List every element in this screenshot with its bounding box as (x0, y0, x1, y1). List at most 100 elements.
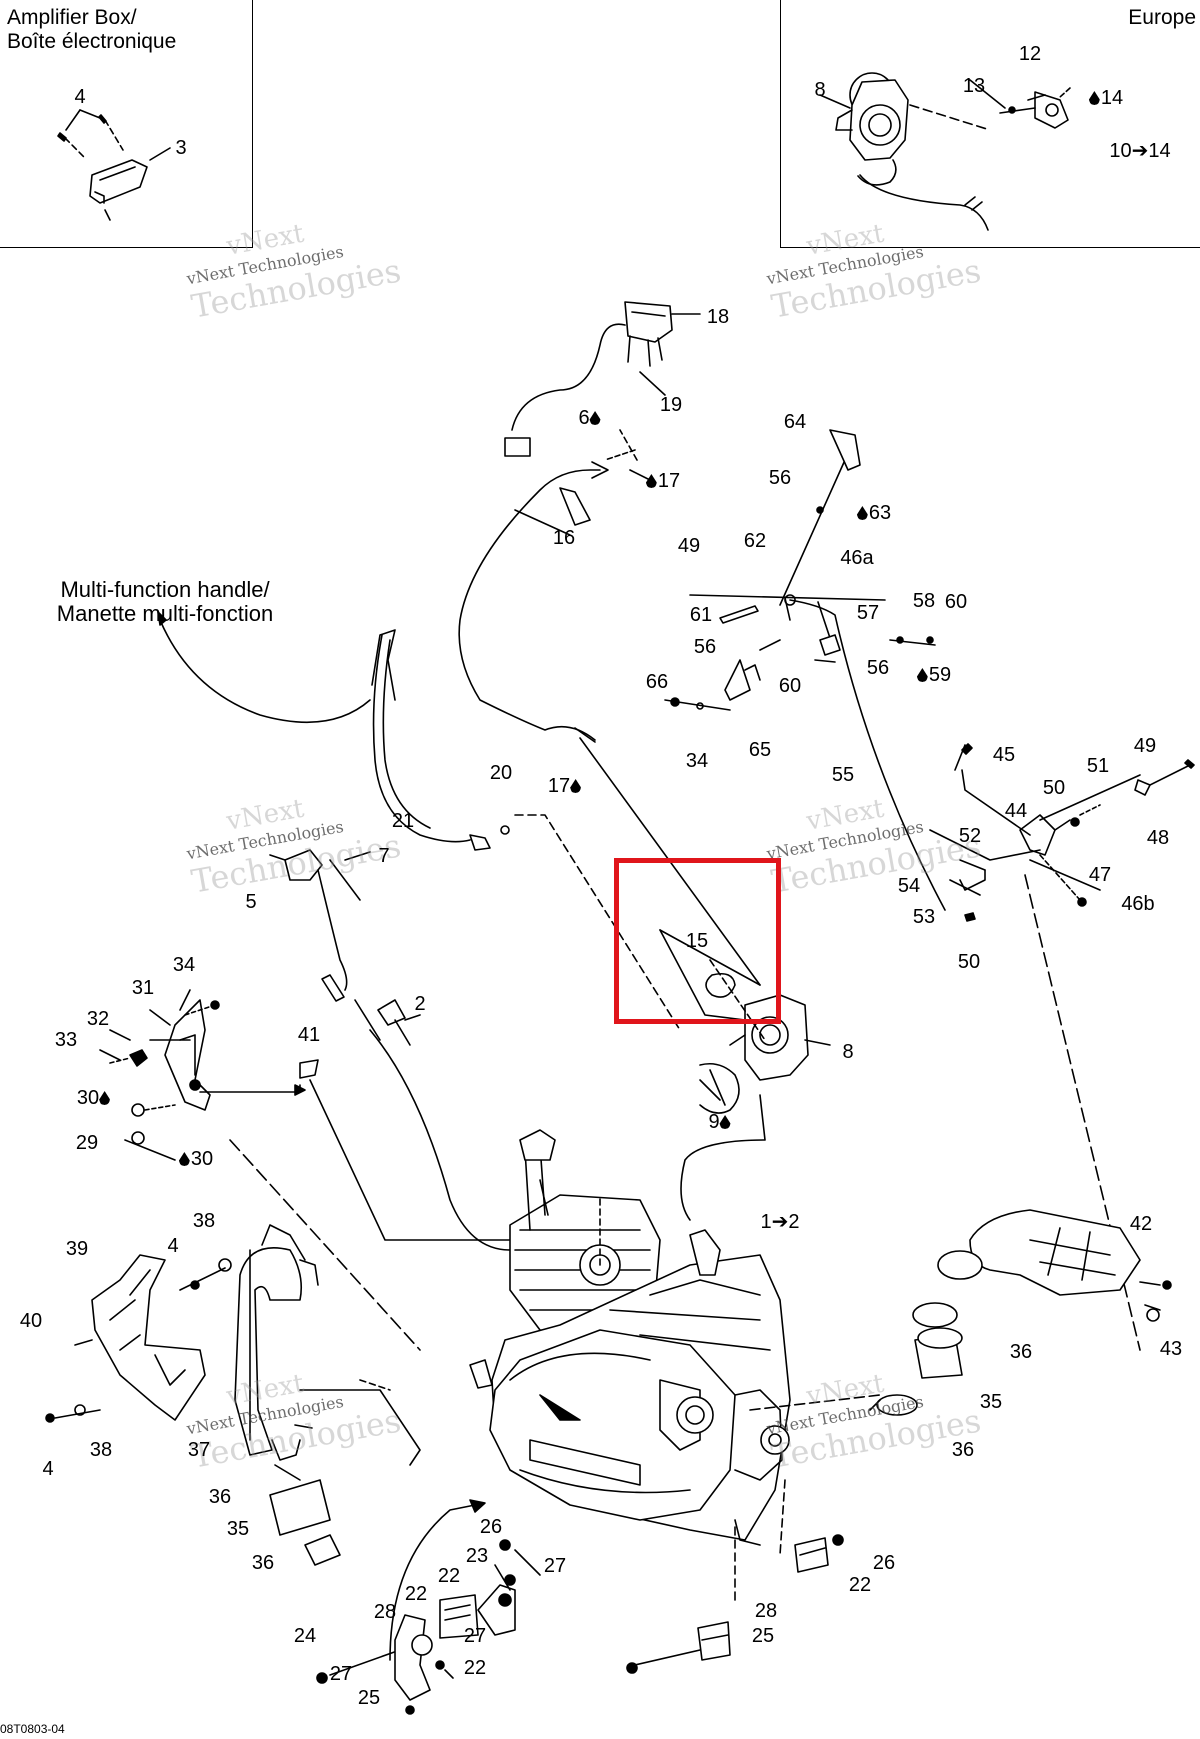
multi-function-handle-label-line2: Manette multi-fonction (56, 601, 274, 626)
callout-label: 14 (1088, 87, 1124, 109)
engine-assembly (469, 1129, 791, 1546)
callout-label: 22 (463, 1657, 487, 1679)
callout-label: 28 (754, 1600, 778, 1622)
callout-label: 3 (175, 137, 187, 159)
callout-label: 55 (831, 764, 855, 786)
callout-label: 47 (1088, 864, 1112, 886)
callout-label: 34 (172, 954, 196, 976)
multi-function-handle-label-line1: Multi-function handle/ (60, 577, 270, 602)
amplifier-box-part (57, 109, 171, 221)
callout-label: 26 (479, 1516, 503, 1538)
oil-drop-icon (719, 1115, 731, 1129)
callout-label: 33 (54, 1029, 78, 1051)
oil-drop-icon (856, 506, 868, 520)
callout-label: 16 (552, 527, 576, 549)
sensor-5 (269, 849, 371, 1002)
callout-label: 49 (677, 535, 701, 557)
callout-label: 4 (167, 1235, 179, 1257)
callout-label: 60 (778, 675, 802, 697)
callout-label: 36 (1009, 1341, 1033, 1363)
callout-text: 30 (190, 1148, 214, 1170)
callout-label: 20 (489, 762, 513, 784)
callout-label: 24 (293, 1625, 317, 1647)
callout-label: 29 (75, 1132, 99, 1154)
amplifier-box-title: Amplifier Box/ Boîte électronique (7, 6, 176, 54)
callout-label: 58 (912, 590, 936, 612)
callout-label: 17 (645, 470, 680, 492)
callout-label: 52 (958, 825, 982, 847)
callout-label: 63 (856, 502, 892, 524)
callout-label: 40 (19, 1310, 43, 1332)
oil-drop-icon (99, 1091, 111, 1105)
callout-label: 60 (944, 591, 968, 613)
callout-label: 39 (65, 1238, 89, 1260)
oil-drop-icon (570, 779, 582, 793)
callout-label: 17 (548, 775, 582, 797)
callout-label: 36 (251, 1552, 275, 1574)
callout-text: 14 (1100, 87, 1124, 109)
callout-label: 10➔14 (1109, 140, 1171, 162)
callout-label: 26 (872, 1552, 896, 1574)
callout-label: 35 (226, 1518, 250, 1540)
oil-drop-icon (178, 1152, 190, 1166)
callout-label: 19 (659, 394, 683, 416)
callout-label: 46a (840, 547, 874, 569)
callout-label: 56 (693, 636, 717, 658)
europe-title: Europe (1128, 6, 1196, 29)
multi-function-handle-cable (157, 611, 681, 1031)
callout-label: 62 (743, 530, 767, 552)
callout-label: 31 (131, 977, 155, 999)
oil-drop-icon (916, 668, 928, 682)
callout-text: 6 (578, 407, 590, 429)
callout-label: 56 (866, 657, 890, 679)
callout-label: 37 (187, 1439, 211, 1461)
callout-label: 30 (77, 1087, 111, 1109)
throttle-lever-18 (504, 301, 701, 457)
callout-label: 41 (297, 1024, 321, 1046)
amplifier-box-inset: Amplifier Box/ Boîte électronique (0, 0, 253, 248)
callout-text: 63 (868, 502, 892, 524)
callout-label: 53 (912, 906, 936, 928)
callout-label: 1➔2 (760, 1211, 800, 1233)
callout-text: 17 (547, 775, 571, 797)
callout-label: 22 (404, 1583, 428, 1605)
callout-label: 36 (951, 1439, 975, 1461)
callout-label: 4 (42, 1458, 54, 1480)
intake-42 (749, 1209, 1172, 1416)
bracket-31 (99, 989, 523, 1351)
callout-label: 54 (897, 875, 921, 897)
exhaust-pipe-37 (234, 1224, 421, 1566)
callout-label: 30 (178, 1148, 214, 1170)
callout-label: 27 (329, 1663, 353, 1685)
spark-plug-2 (354, 999, 511, 1251)
callout-label: 13 (962, 75, 986, 97)
callout-label: 43 (1159, 1338, 1183, 1360)
engine-mounts (316, 1479, 844, 1715)
callout-label: 44 (1004, 800, 1028, 822)
callout-label: 22 (437, 1565, 461, 1587)
callout-label: 2 (414, 993, 426, 1015)
callout-label: 9 (708, 1111, 731, 1133)
callout-label: 49 (1133, 735, 1157, 757)
oil-drop-icon (645, 474, 657, 488)
europe-carburetor (819, 72, 1071, 231)
callout-label: 23 (465, 1545, 489, 1567)
drawing-code: 08T0803-04 (0, 1722, 65, 1736)
callout-label: 7 (378, 845, 390, 867)
callout-label: 38 (89, 1439, 113, 1461)
callout-label: 28 (373, 1601, 397, 1623)
callout-label: 42 (1129, 1213, 1153, 1235)
callout-label: 15 (685, 930, 709, 952)
callout-label: 8 (842, 1041, 854, 1063)
callout-label: 64 (783, 411, 807, 433)
callout-label: 61 (689, 604, 713, 626)
callout-label: 21 (391, 810, 415, 832)
callout-label: 6 (578, 407, 601, 429)
throttle-linkage (664, 429, 946, 911)
callout-label: 12 (1018, 43, 1042, 65)
europe-inset: Europe (780, 0, 1200, 248)
throttle-body-8 (659, 929, 831, 1221)
callout-label: 66 (645, 671, 669, 693)
